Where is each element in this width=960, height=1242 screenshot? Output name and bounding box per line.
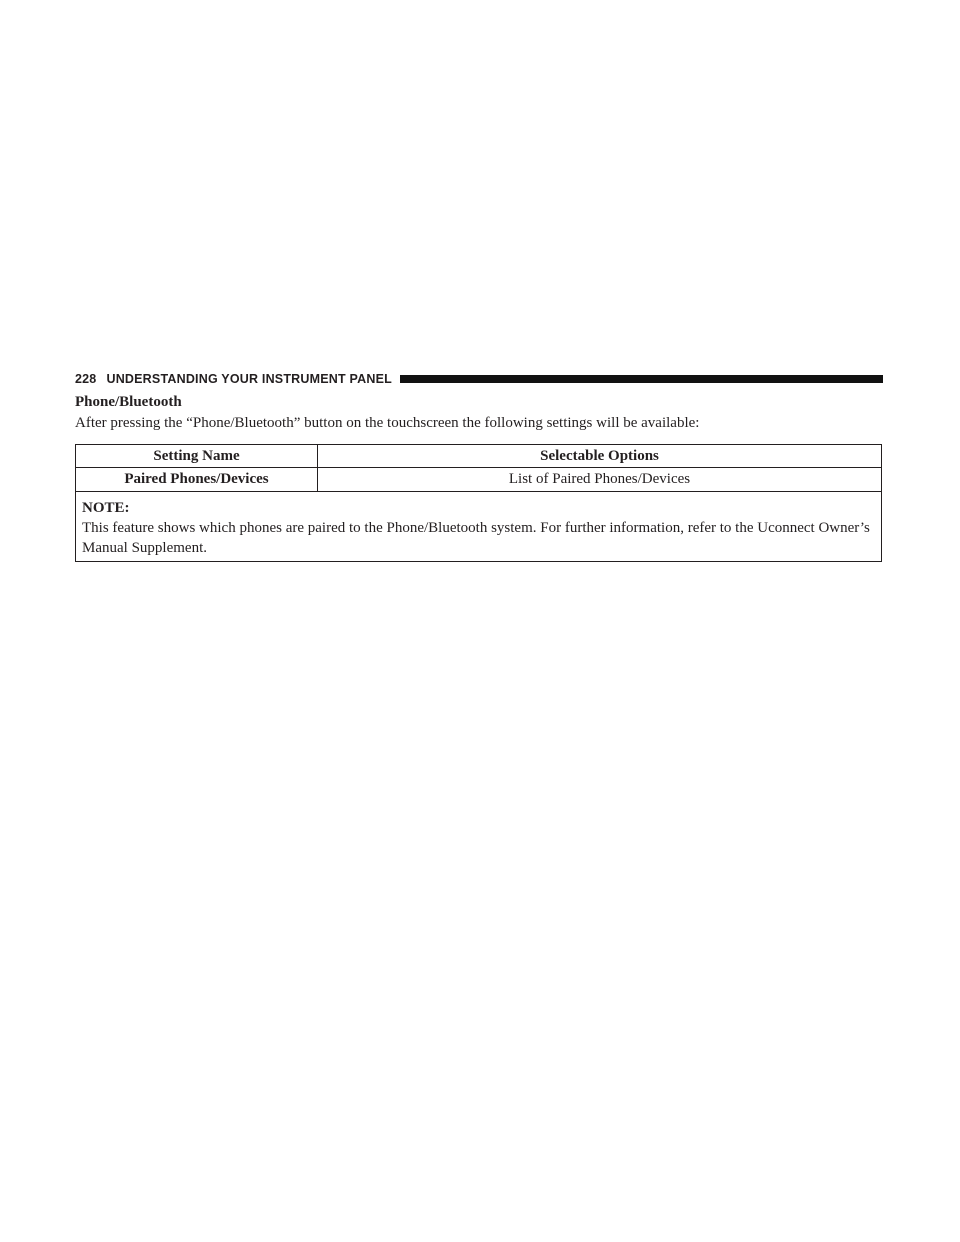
page-header: 228 UNDERSTANDING YOUR INSTRUMENT PANEL xyxy=(75,371,883,387)
note-cell: NOTE: This feature shows which phones ar… xyxy=(75,491,882,562)
header-setting-name: Setting Name xyxy=(75,444,318,468)
header-selectable-options: Selectable Options xyxy=(317,444,882,468)
section-title: UNDERSTANDING YOUR INSTRUMENT PANEL xyxy=(106,372,392,386)
selectable-option-cell: List of Paired Phones/Devices xyxy=(317,467,882,492)
note-label: NOTE: xyxy=(82,500,130,516)
page-number: 228 xyxy=(75,372,97,386)
note-text: This feature shows which phones are pair… xyxy=(82,520,870,556)
setting-name-cell: Paired Phones/Devices xyxy=(75,467,318,492)
header-rule xyxy=(399,375,883,383)
intro-paragraph: After pressing the “Phone/Bluetooth” but… xyxy=(75,415,700,431)
note-row: NOTE: This feature shows which phones ar… xyxy=(75,491,882,562)
table-row: Paired Phones/Devices List of Paired Pho… xyxy=(75,467,882,492)
table-header-row: Setting Name Selectable Options xyxy=(75,444,882,468)
section-heading: Phone/Bluetooth xyxy=(75,394,182,410)
settings-table: Setting Name Selectable Options Paired P… xyxy=(75,444,882,562)
